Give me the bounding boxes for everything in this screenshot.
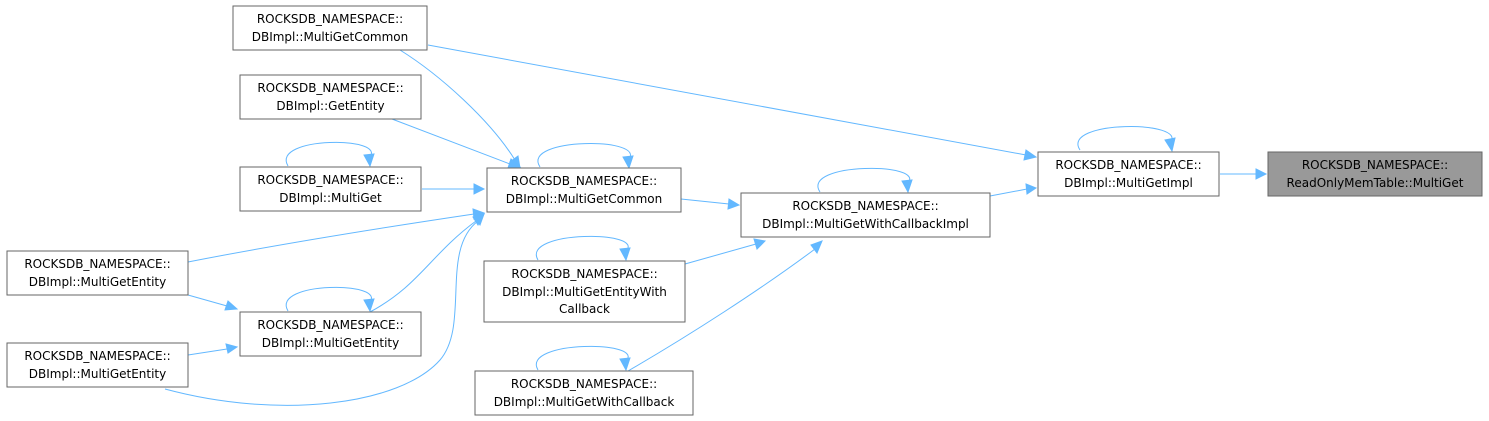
node-multiget-with-callback-impl[interactable]: ROCKSDB_NAMESPACE:: DBImpl::MultiGetWith… xyxy=(740,192,991,238)
edge-multiget-entity-with-callback-to-multiget-with-callback-impl xyxy=(684,238,767,265)
node-label-line: ROCKSDB_NAMESPACE:: xyxy=(257,81,403,95)
node-label-line: ROCKSDB_NAMESPACE:: xyxy=(24,257,170,271)
node-multiget-entity-c[interactable]: ROCKSDB_NAMESPACE:: DBImpl::MultiGetEnti… xyxy=(6,342,189,388)
node-label-line: ROCKSDB_NAMESPACE:: xyxy=(257,173,403,187)
edge-multiget-common-mid-to-multiget-with-callback-impl xyxy=(680,198,741,210)
node-label-line: ROCKSDB_NAMESPACE:: xyxy=(257,318,403,332)
edge-multiget-with-callback-impl-to-multiget-impl xyxy=(989,183,1038,197)
edge-multiget-with-callback-impl-self-loop xyxy=(817,167,913,194)
edge-multiget-entity-c-to-multiget-common-mid xyxy=(164,213,485,406)
node-multiget-entity-a[interactable]: ROCKSDB_NAMESPACE:: DBImpl::MultiGetEnti… xyxy=(6,250,189,296)
node-label-line: ReadOnlyMemTable::MultiGet xyxy=(1287,176,1464,190)
node-multiget-entity-with-callback[interactable]: ROCKSDB_NAMESPACE:: DBImpl::MultiGetEnti… xyxy=(483,260,686,323)
node-readonly-memtable-multiget[interactable]: ROCKSDB_NAMESPACE:: ReadOnlyMemTable::Mu… xyxy=(1267,151,1483,197)
node-multiget-common-top[interactable]: ROCKSDB_NAMESPACE:: DBImpl::MultiGetComm… xyxy=(232,5,428,51)
node-multiget-common-mid[interactable]: ROCKSDB_NAMESPACE:: DBImpl::MultiGetComm… xyxy=(486,167,682,213)
node-label-line: ROCKSDB_NAMESPACE:: xyxy=(511,174,657,188)
node-label-line: ROCKSDB_NAMESPACE:: xyxy=(1302,158,1448,172)
edge-get-entity-to-multiget-common-mid xyxy=(391,118,522,169)
edge-multiget-entity-c-to-multiget-entity-b xyxy=(187,343,239,356)
edge-multiget-impl-self-loop xyxy=(1077,126,1176,153)
node-label-line: DBImpl::MultiGetEntity xyxy=(29,367,167,381)
node-label-line: Callback xyxy=(559,302,610,316)
node-layer: ROCKSDB_NAMESPACE:: DBImpl::MultiGetComm… xyxy=(6,5,1483,416)
edge-multiget-to-multiget-common-mid xyxy=(422,183,486,195)
node-label-line: DBImpl::MultiGetCommon xyxy=(506,192,663,206)
node-label-line: ROCKSDB_NAMESPACE:: xyxy=(792,199,938,213)
edge-multiget-self-loop xyxy=(285,141,375,168)
edge-multiget-entity-a-to-multiget-entity-b xyxy=(187,294,239,311)
edge-multiget-common-top-to-multiget-impl xyxy=(427,44,1038,161)
node-label-line: DBImpl::MultiGetEntityWith xyxy=(502,285,667,299)
node-label-line: DBImpl::MultiGetWithCallbackImpl xyxy=(762,217,969,231)
node-label-line: DBImpl::MultiGet xyxy=(279,191,382,205)
node-label-line: ROCKSDB_NAMESPACE:: xyxy=(511,267,657,281)
node-label-line: DBImpl::GetEntity xyxy=(276,99,384,113)
node-label-line: DBImpl::MultiGetEntity xyxy=(29,275,167,289)
edge-multiget-impl-to-readonly-memtable-multiget xyxy=(1220,168,1268,180)
edge-multiget-entity-with-callback-self-loop xyxy=(535,235,631,262)
node-label-line: DBImpl::MultiGetWithCallback xyxy=(494,395,675,409)
node-multiget-impl[interactable]: ROCKSDB_NAMESPACE:: DBImpl::MultiGetImpl xyxy=(1037,151,1220,197)
node-label-line: DBImpl::MultiGetCommon xyxy=(252,30,409,44)
node-label-line: DBImpl::MultiGetEntity xyxy=(262,336,400,350)
edge-multiget-common-mid-self-loop xyxy=(537,143,634,170)
node-label-line: ROCKSDB_NAMESPACE:: xyxy=(511,377,657,391)
edge-layer xyxy=(164,44,1268,406)
edge-multiget-with-callback-to-multiget-with-callback-impl xyxy=(627,240,823,372)
edge-multiget-entity-b-to-multiget-common-mid xyxy=(369,213,486,313)
edge-multiget-entity-b-self-loop xyxy=(285,286,375,313)
node-multiget[interactable]: ROCKSDB_NAMESPACE:: DBImpl::MultiGet xyxy=(239,166,422,212)
node-label-line: ROCKSDB_NAMESPACE:: xyxy=(257,12,403,26)
node-multiget-with-callback[interactable]: ROCKSDB_NAMESPACE:: DBImpl::MultiGetWith… xyxy=(474,370,694,416)
node-get-entity[interactable]: ROCKSDB_NAMESPACE:: DBImpl::GetEntity xyxy=(239,74,422,120)
node-multiget-entity-b[interactable]: ROCKSDB_NAMESPACE:: DBImpl::MultiGetEnti… xyxy=(239,311,422,357)
edge-multiget-with-callback-self-loop xyxy=(535,345,631,372)
node-label-line: ROCKSDB_NAMESPACE:: xyxy=(1055,158,1201,172)
node-label-line: DBImpl::MultiGetImpl xyxy=(1064,176,1193,190)
node-label-line: ROCKSDB_NAMESPACE:: xyxy=(24,349,170,363)
